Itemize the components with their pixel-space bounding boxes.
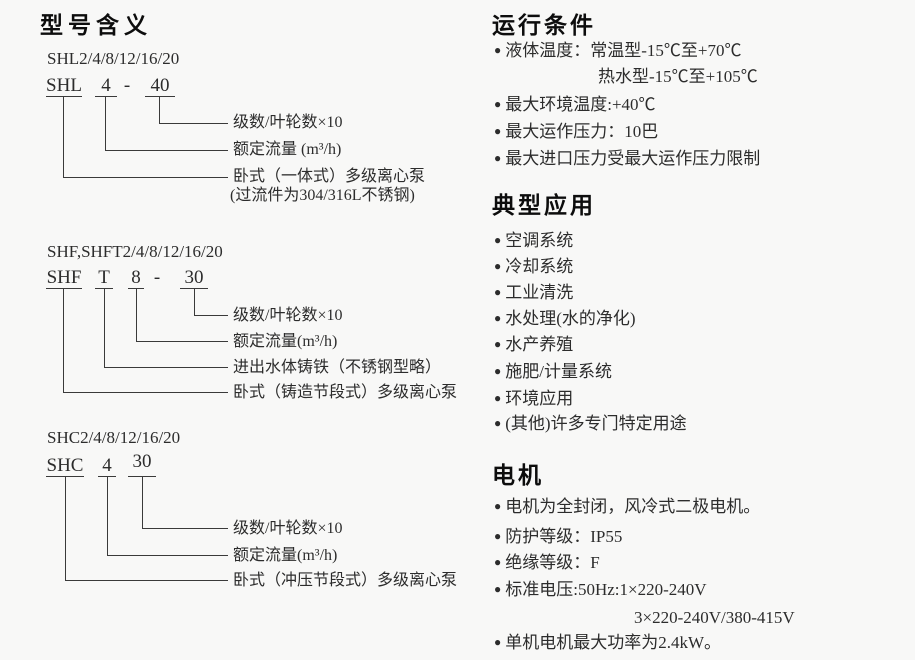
shl-token-flow: 4 (95, 76, 117, 97)
shl-annotation-stages: 级数/叶轮数×10 (233, 114, 343, 131)
shl-token-stages: 40 (145, 76, 175, 97)
connector-line (63, 97, 228, 178)
shf-annotation-flow: 额定流量(m³/h) (233, 333, 338, 350)
connector-line (159, 97, 228, 124)
motor-title: 电机 (492, 462, 544, 488)
max-operating-pressure-item: 最大运作压力：10巴 (494, 121, 658, 142)
shf-series-label: SHF,SHFT2/4/8/12/16/20 (47, 242, 223, 261)
shc-annotation-stages: 级数/叶轮数×10 (233, 520, 343, 537)
standard-voltage-line2: 3×220-240V/380-415V (634, 608, 795, 627)
connector-line (136, 289, 228, 342)
connector-line (194, 289, 228, 316)
application-item: 施肥/计量系统 (494, 361, 612, 382)
operating-conditions-title: 运行条件 (492, 12, 596, 38)
shf-token-dash: - (153, 267, 161, 288)
shc-token-prefix: SHC (46, 455, 84, 477)
shf-annotation-type: 卧式（铸造节段式）多级离心泵 (233, 384, 458, 401)
model-meaning-title: 型号含义 (40, 12, 152, 38)
shf-annotation-material: 进出水体铸铁（不锈钢型略） (233, 359, 442, 376)
liquid-temp-item: 液体温度：常温型-15℃至+70℃ (494, 40, 741, 61)
connector-line (107, 477, 228, 556)
max-ambient-temp-item: 最大环境温度:+40℃ (494, 94, 655, 115)
shl-token-dash: - (123, 75, 131, 96)
shc-annotation-flow: 额定流量(m³/h) (233, 547, 338, 564)
shl-annotation-flow: 额定流量 (m³/h) (233, 141, 342, 158)
shf-token-material: T (95, 268, 113, 289)
max-motor-power-item: 单机电机最大功率为2.4kW。 (494, 632, 721, 653)
shl-annotation-type: 卧式（一体式）多级离心泵 (233, 168, 426, 185)
connector-line (104, 289, 228, 368)
shf-token-prefix: SHF (46, 267, 82, 289)
liquid-temp-hotwater-line: 热水型-15℃至+105℃ (598, 67, 758, 86)
application-item: 工业清洗 (494, 282, 573, 303)
connector-line (63, 289, 228, 393)
application-item: 空调系统 (494, 230, 573, 251)
shc-token-stages: 30 (128, 452, 156, 477)
shc-token-flow: 4 (98, 456, 116, 477)
application-item: (其他)许多专门特定用途 (494, 413, 686, 434)
shf-annotation-stages: 级数/叶轮数×10 (233, 307, 343, 324)
insulation-class-item: 绝缘等级：F (494, 552, 599, 573)
shl-annotation-material: (过流件为304/316L不锈钢) (230, 187, 415, 204)
shl-series-label: SHL2/4/8/12/16/20 (47, 49, 180, 68)
application-item: 冷却系统 (494, 256, 573, 277)
application-item: 水产养殖 (494, 334, 573, 355)
shf-token-stages: 30 (180, 268, 208, 289)
typical-applications-title: 典型应用 (492, 192, 596, 218)
shc-annotation-type: 卧式（冲压节段式）多级离心泵 (233, 572, 458, 589)
shl-token-prefix: SHL (46, 75, 82, 97)
application-item: 环境应用 (494, 388, 573, 409)
max-inlet-pressure-item: 最大进口压力受最大运作压力限制 (494, 148, 760, 169)
protection-class-item: 防护等级：IP55 (494, 526, 622, 547)
shf-token-flow: 8 (128, 268, 144, 289)
shc-series-label: SHC2/4/8/12/16/20 (47, 428, 181, 447)
application-item: 水处理(水的净化) (494, 308, 635, 329)
standard-voltage-item: 标准电压:50Hz:1×220-240V (494, 579, 706, 600)
connector-line (142, 477, 228, 529)
motor-type-item: 电机为全封闭，风冷式二极电机。 (494, 496, 760, 517)
connector-line (65, 477, 228, 581)
connector-line (105, 97, 228, 151)
